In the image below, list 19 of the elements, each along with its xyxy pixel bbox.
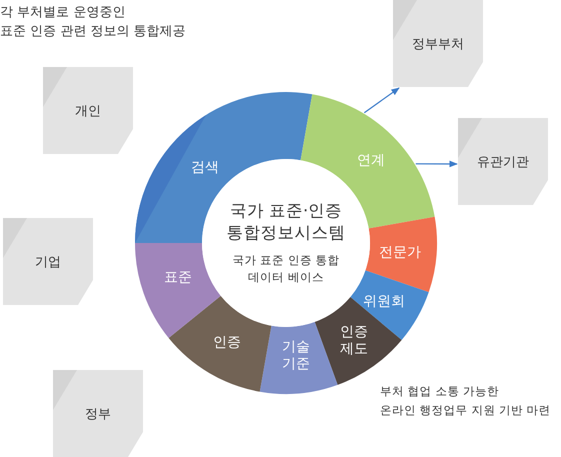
card-label: 정부부처 xyxy=(412,36,464,52)
segment-label: 표준 xyxy=(163,270,193,286)
card-label: 개인 xyxy=(75,102,101,120)
segment-label: 인증 제도 xyxy=(339,324,369,358)
segment-label: 연계 xyxy=(356,152,386,170)
segment-label: 인증 xyxy=(212,334,242,352)
segment-label: 기술 기준 xyxy=(281,339,311,373)
arrow xyxy=(416,160,458,168)
arrow xyxy=(364,88,400,114)
system-subtitle: 국가 표준 인증 통합 데이터 베이스 xyxy=(232,252,340,286)
card-label: 기업 xyxy=(35,254,61,270)
card-label: 유관기관 xyxy=(477,154,529,170)
system-title: 국가 표준·인증 통합정보시스템 xyxy=(226,200,346,244)
note-text: 부처 협업 소통 가능한 온라인 행정업무 지원 기반 마련 xyxy=(380,383,552,419)
note-text: 각 부처별로 운영중인 표준 인증 관련 정보의 통합제공 xyxy=(0,4,187,41)
segment-label: 위원회 xyxy=(362,294,406,310)
card-label: 정부 xyxy=(85,406,111,422)
segment-label: 전문가 xyxy=(378,244,422,262)
segment-label: 검색 xyxy=(190,160,220,176)
